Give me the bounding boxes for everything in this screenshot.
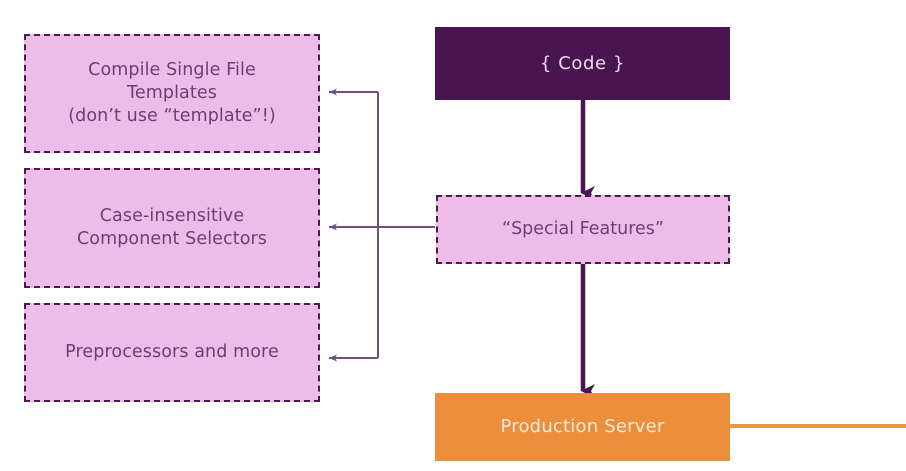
node-label-preprocessors-and-more: Preprocessors and more [65,342,279,363]
node-label-case-insensitive-component-selectors: Case-insensitive Component Selectors [76,206,268,249]
node-production-server[interactable]: Production Server [435,393,730,461]
node-compile-single-file-templates[interactable]: Compile Single File Templates (don’t use… [24,34,320,153]
node-label-compile-single-file-templates: Compile Single File Templates (don’t use… [68,60,276,126]
node-case-insensitive-component-selectors[interactable]: Case-insensitive Component Selectors [24,168,320,288]
node-special-features[interactable]: “Special Features” [436,195,730,264]
node-label-code: { Code } [539,52,626,74]
node-label-production-server: Production Server [500,416,665,438]
node-code[interactable]: { Code } [435,27,730,100]
node-preprocessors-and-more[interactable]: Preprocessors and more [24,303,320,402]
node-label-special-features: “Special Features” [502,219,664,240]
